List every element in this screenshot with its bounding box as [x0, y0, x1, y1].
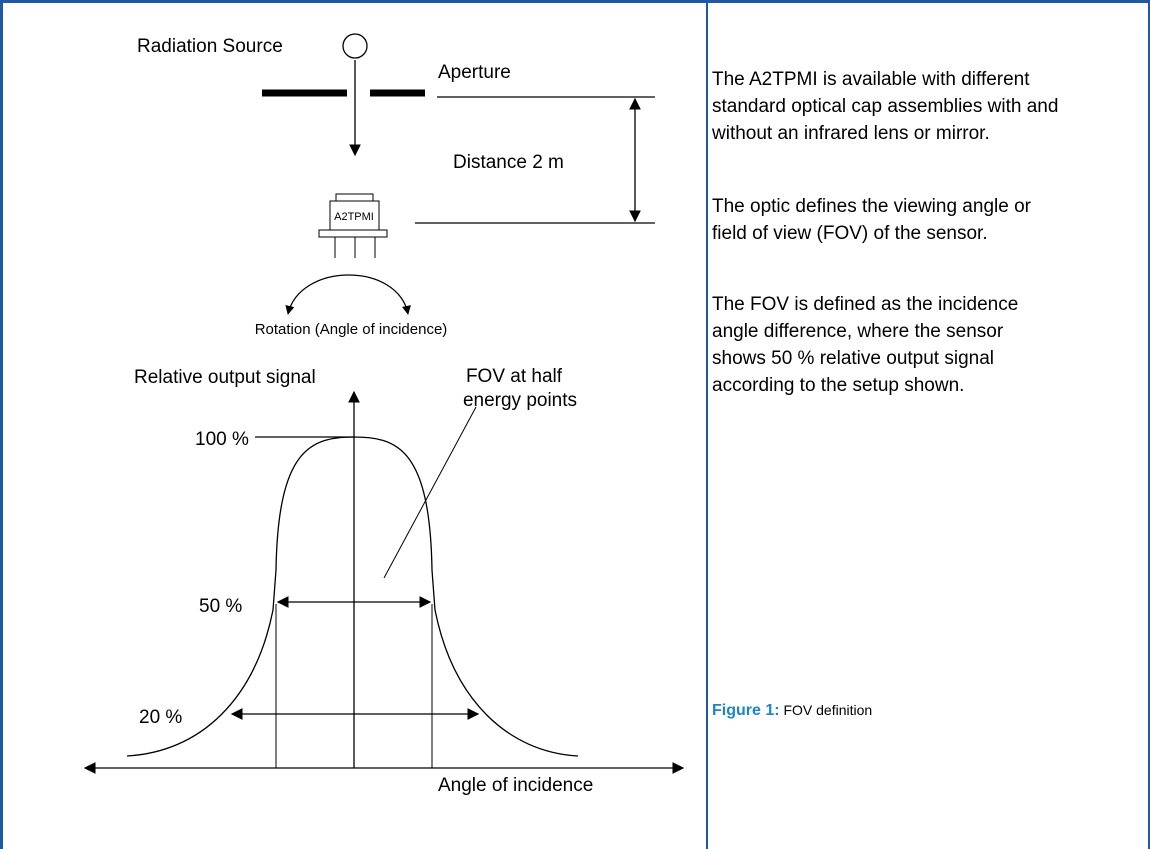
figure-caption-label: Figure 1: [712, 702, 780, 719]
fov-label-line1: FOV at half [466, 366, 563, 387]
fov-diagram: Radiation Source Aperture Distance 2 m A… [83, 33, 685, 796]
response-curve [126, 436, 579, 757]
radiation-source-label: Radiation Source [137, 36, 283, 57]
y-axis-label: Relative output signal [134, 367, 316, 388]
level-100-label: 100 % [195, 429, 249, 450]
fov-label-line2: energy points [463, 390, 577, 411]
level-20-label: 20 % [139, 707, 182, 728]
radiation-source-icon [342, 33, 368, 59]
x-axis-label: Angle of incidence [438, 775, 593, 796]
rotation-label: Rotation (Angle of incidence) [255, 321, 448, 338]
sensor-icon [318, 193, 388, 258]
fov-pointer-line [383, 406, 477, 579]
level-50-label: 50 % [199, 596, 242, 617]
description-paragraph-1: The A2TPMI is available with different s… [712, 69, 1059, 144]
aperture-label: Aperture [438, 62, 511, 83]
figure-caption-text: FOV definition [783, 702, 873, 718]
column-divider [706, 0, 708, 849]
description-paragraph-3: The FOV is defined as the incidence angl… [712, 294, 1019, 396]
rotation-arrow [285, 274, 411, 315]
sensor-label: A2TPMI [334, 211, 374, 223]
figure-caption: Figure 1: FOV definition [712, 702, 872, 720]
distance-label: Distance 2 m [453, 152, 564, 173]
description-paragraph-2: The optic defines the viewing angle or f… [712, 196, 1031, 244]
